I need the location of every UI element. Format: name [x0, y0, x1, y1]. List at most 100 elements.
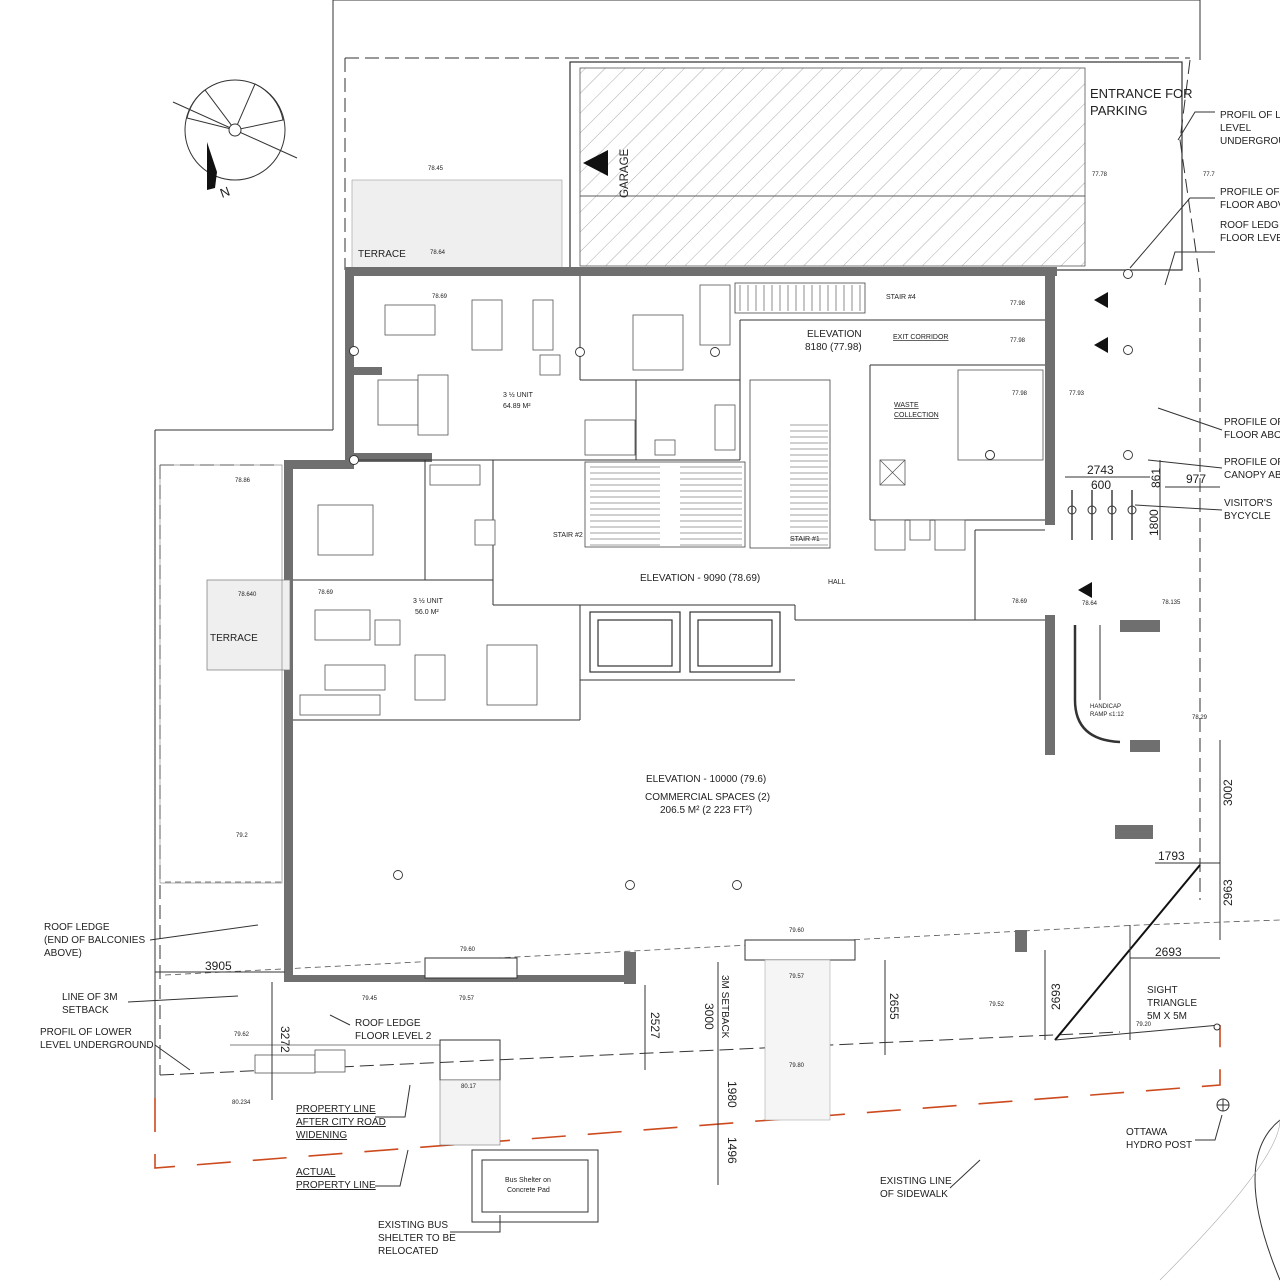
waste-collection-room: [874, 369, 1044, 551]
existing-sidewalk-label: EXISTING LINE: [880, 1176, 952, 1187]
column-icon: [625, 880, 635, 890]
left-terrace: [159, 464, 291, 884]
column-icon: [393, 870, 403, 880]
dim-2963: 2963: [1221, 879, 1235, 906]
dim-2693-b: 2693: [1049, 983, 1063, 1010]
handicap-ramp-label-2: RAMP ≤1:12: [1090, 712, 1125, 718]
spot-level: 77.78: [1092, 172, 1108, 178]
spot-level: 79.57: [789, 974, 805, 980]
spot-level: 77.98: [1010, 301, 1026, 307]
profile-floor-above-label-2: FLOOR ABOV: [1220, 200, 1280, 211]
dim-3002: 3002: [1221, 779, 1235, 806]
unit-b-area: 56.0 M²: [415, 609, 439, 616]
profil-lower-level-label-2: LEVEL: [1220, 123, 1252, 134]
elevation-8180-value: 8180 (77.98): [805, 342, 862, 353]
spot-level: 79.80: [789, 1063, 805, 1069]
stair-2-label: STAIR #2: [553, 532, 583, 539]
profile-floor-above-label: PROFILE OF: [1220, 187, 1279, 198]
visitors-bicycle-label: VISITOR'S: [1224, 498, 1273, 509]
property-line-after-label: PROPERTY LINE: [296, 1104, 376, 1115]
unit-b-label: 3 ½ UNIT: [413, 597, 444, 605]
spot-level: 77.98: [1012, 391, 1028, 397]
unit-a-furniture: [377, 284, 736, 456]
spot-level: 80.17: [461, 1084, 477, 1090]
column-icon: [710, 347, 720, 357]
spot-level: 78.640: [238, 592, 257, 598]
elevation-10000-label: ELEVATION - 10000 (79.6): [646, 774, 766, 785]
spot-level: 79.60: [460, 947, 476, 953]
dim-2693-a: 2693: [1155, 945, 1182, 959]
stair-4: [734, 282, 866, 314]
spot-level: 80.234: [232, 1100, 251, 1106]
spot-level: 79.62: [234, 1032, 250, 1038]
stair-1: [749, 379, 831, 549]
garage-area: [351, 61, 1183, 271]
dim-3905: 3905: [205, 959, 232, 973]
dim-861: 861: [1149, 468, 1163, 488]
annotations: ENTRANCE FOR PARKING PROFIL OF L LEVEL U…: [40, 86, 1280, 1257]
bicycle-racks: [1067, 490, 1137, 540]
dimension-lines: [155, 460, 1221, 1185]
actual-property-line: [154, 1025, 1221, 1169]
stair-4-label: STAIR #4: [886, 294, 916, 301]
spot-levels: 78.45 78.64 78.69 77.78 77.7 77.98 77.98…: [232, 166, 1215, 1106]
handicap-ramp: [1073, 625, 1121, 744]
spot-level: 78.86: [235, 478, 251, 484]
sidewalk-curve: [1159, 1119, 1280, 1281]
existing-bus-label-3: RELOCATED: [378, 1246, 438, 1257]
column-icon: [1123, 269, 1133, 279]
elevation-8180-label: ELEVATION: [807, 329, 862, 340]
leader-lines: [127, 111, 1223, 1233]
ottawa-hydro-label-2: HYDRO POST: [1126, 1140, 1192, 1151]
dim-2655: 2655: [887, 993, 901, 1020]
spot-level: 78.69: [1012, 599, 1028, 605]
column-icon: [349, 455, 359, 465]
profile-floor-above-right-label: PROFILE OF: [1224, 417, 1280, 428]
spot-level: 78.69: [432, 294, 448, 300]
structural-columns: [349, 269, 1133, 890]
spot-level: 77.7: [1203, 172, 1215, 178]
unit-b-furniture: [299, 464, 538, 716]
spot-level: 78.45: [428, 166, 444, 172]
dim-600: 600: [1091, 478, 1111, 492]
profile-floor-above-right-label-2: FLOOR ABO: [1224, 430, 1280, 441]
existing-bus-label-2: SHELTER TO BE: [378, 1233, 456, 1244]
setback-3m-label: 3M SETBACK: [719, 975, 730, 1039]
spot-level: 79.60: [789, 928, 805, 934]
sight-triangle-label-3: 5M X 5M: [1147, 1011, 1187, 1022]
dim-3272: 3272: [278, 1026, 292, 1053]
dim-977: 977: [1186, 472, 1206, 486]
terrace-top-label: TERRACE: [358, 249, 406, 260]
unit-a-area: 64.89 M²: [503, 403, 531, 410]
spot-level: 78.69: [318, 590, 334, 596]
dim-1800: 1800: [1147, 509, 1161, 536]
exit-corridor-label: EXIT CORRIDOR: [893, 334, 949, 341]
entrance-parking-label: ENTRANCE FOR: [1090, 86, 1193, 101]
spot-level: 79.52: [989, 1002, 1005, 1008]
dim-1496: 1496: [725, 1137, 739, 1164]
hall-label: HALL: [828, 579, 846, 586]
entrance-parking-label-2: PARKING: [1090, 103, 1148, 118]
garage-label: GARAGE: [619, 148, 631, 198]
column-icon: [575, 347, 585, 357]
stair-2: [584, 461, 746, 548]
existing-bus-label: EXISTING BUS: [378, 1220, 448, 1231]
north-arrow-icon: [172, 79, 298, 190]
street-frontage: [230, 939, 856, 1223]
north-label: N: [218, 184, 232, 201]
unit-a-label: 3 ½ UNIT: [503, 391, 534, 399]
dim-1793: 1793: [1158, 849, 1185, 863]
roof-ledge-left-label: ROOF LEDGE: [44, 922, 110, 933]
stair-1-label: STAIR #1: [790, 536, 820, 543]
profil-lower-level-label: PROFIL OF L: [1220, 110, 1280, 121]
bicycle-wheel: [1067, 505, 1077, 515]
elevation-9090-label: ELEVATION - 9090 (78.69): [640, 573, 760, 584]
spot-level: 79.2: [236, 833, 248, 839]
dimension-values: 2743 600 861 977 1800 3002 1793 2963 269…: [205, 463, 1235, 1164]
spot-level: 77.93: [1069, 391, 1085, 397]
column-icon: [985, 450, 995, 460]
spot-level: 79.20: [1136, 1022, 1152, 1028]
spot-level: 77.98: [1010, 338, 1026, 344]
sight-triangle-label-2: TRIANGLE: [1147, 998, 1197, 1009]
